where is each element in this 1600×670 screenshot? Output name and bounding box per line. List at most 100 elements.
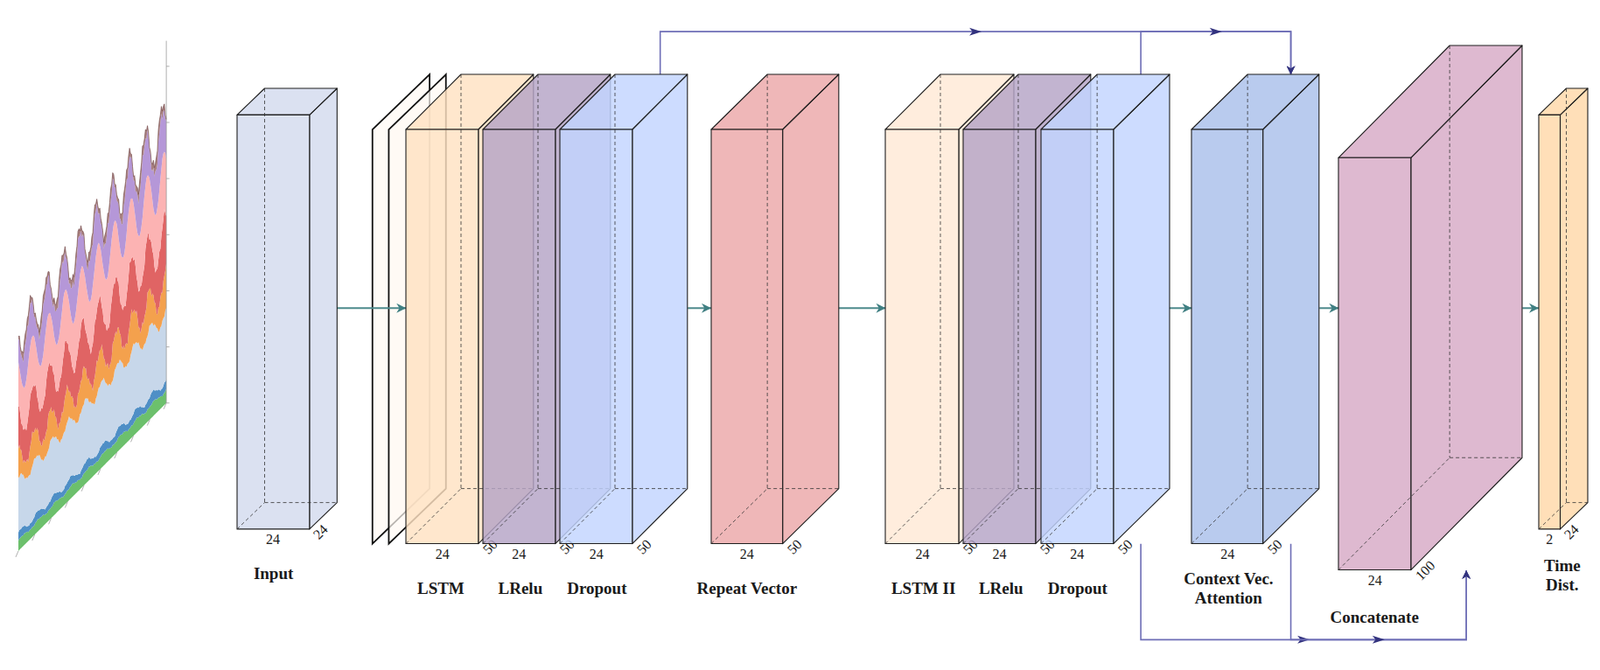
- hidden-edge: [1248, 488, 1321, 490]
- connector-line: [1169, 307, 1193, 309]
- axis-tick: [146, 419, 150, 427]
- hidden-edge: [264, 88, 266, 504]
- layer-block: 224Time Dist.: [1538, 88, 1588, 530]
- hidden-edge: [405, 489, 462, 545]
- layer-cuboid: [1191, 74, 1320, 545]
- layer-cuboid: [1041, 74, 1170, 545]
- connector: [838, 307, 887, 309]
- axis-tick: [32, 534, 35, 541]
- hidden-edge: [1191, 489, 1248, 545]
- cuboid-face: [1041, 129, 1114, 545]
- hidden-edge: [1096, 74, 1097, 490]
- connector: [1522, 307, 1539, 309]
- hidden-edge: [614, 488, 688, 490]
- area-layer: [18, 104, 167, 363]
- axis-tick: [131, 435, 134, 442]
- dimension-label: 2: [1545, 531, 1553, 548]
- cuboid-face: [237, 88, 337, 115]
- hidden-edge: [1041, 489, 1097, 545]
- axis-tick: [166, 178, 169, 180]
- layer-label: Repeat Vector: [697, 579, 798, 599]
- axis-tick: [166, 402, 169, 404]
- layer-block: 2424Input: [237, 88, 337, 530]
- layer-block: 24100Concatenate: [1338, 45, 1523, 571]
- layer-label: Dropout: [566, 579, 627, 599]
- axis-tick: [166, 346, 169, 348]
- area-top-line: [18, 104, 167, 354]
- axis-tick: [166, 65, 169, 67]
- cuboid-face: [482, 129, 556, 545]
- connector-line: [838, 307, 887, 309]
- connector: [660, 27, 1292, 75]
- axis-tick: [64, 502, 68, 509]
- hidden-edge: [885, 489, 941, 545]
- hidden-edge: [963, 489, 1019, 545]
- hidden-edge: [1449, 45, 1451, 458]
- hidden-edge: [559, 489, 615, 545]
- connector-line: [1522, 307, 1539, 309]
- axis-tick: [163, 403, 167, 410]
- cuboid-face: [559, 74, 688, 130]
- cuboid-face: [1041, 74, 1170, 130]
- dimension-label: 24: [1069, 546, 1084, 563]
- chart-axis: [166, 41, 168, 404]
- hidden-edge: [1450, 457, 1524, 459]
- hidden-edge: [614, 74, 616, 490]
- cuboid-face: [1538, 115, 1560, 531]
- cuboid-face: [405, 129, 479, 545]
- axis-tick: [48, 517, 52, 525]
- layer-label: Input: [253, 564, 294, 584]
- layer-label: Concatenate: [1330, 607, 1419, 628]
- connector: [336, 307, 406, 309]
- dimension-label: 24: [589, 546, 604, 563]
- hidden-edge: [537, 74, 538, 490]
- connector-line: [1140, 31, 1291, 75]
- dimension-label: 24: [915, 546, 930, 563]
- dimension-label: 24: [992, 546, 1007, 563]
- layer-block: 2450Context Vec. Attention: [1191, 74, 1320, 545]
- axis-tick: [166, 234, 169, 236]
- connector-line: [687, 307, 712, 309]
- layer-label: LRelu: [978, 579, 1024, 599]
- cuboid-face: [1263, 74, 1320, 545]
- layer-label: LSTM: [417, 579, 465, 599]
- layer-cuboid: [237, 88, 337, 530]
- axis-tick: [166, 290, 169, 292]
- cuboid-face: [308, 88, 336, 530]
- axis-tick: [97, 468, 101, 476]
- layer-block: 2450Repeat Vector: [711, 74, 839, 545]
- area-layer: [18, 110, 167, 388]
- cuboid-face: [711, 74, 839, 130]
- dimension-label: 24: [435, 546, 450, 563]
- layer-block: 2450Dropout: [1041, 74, 1170, 545]
- axis-tick: [114, 452, 118, 459]
- dimension-label: 24: [1368, 572, 1383, 589]
- hidden-edge: [1565, 88, 1567, 504]
- layer-label: LRelu: [498, 579, 544, 599]
- hidden-edge: [1096, 488, 1170, 490]
- dimension-label: 24: [265, 531, 280, 548]
- cuboid-face: [632, 74, 688, 545]
- hidden-edge: [767, 74, 769, 490]
- dimension-label: 24: [511, 546, 526, 563]
- axis-tick: [15, 551, 19, 558]
- cuboid-face: [1191, 129, 1264, 545]
- layer-cuboid: [711, 74, 839, 545]
- cuboid-face: [1338, 45, 1523, 158]
- hidden-edge: [940, 74, 942, 490]
- connector: [1140, 27, 1291, 75]
- layer-cuboid: [559, 74, 688, 545]
- hidden-edge: [482, 489, 538, 545]
- hidden-edge: [1247, 74, 1249, 490]
- layer-block: 2450Dropout: [559, 74, 688, 545]
- cuboid-face: [559, 129, 633, 545]
- connector-line: [1319, 307, 1339, 309]
- cuboid-face: [885, 129, 959, 545]
- hidden-edge: [711, 489, 768, 545]
- hidden-edge: [767, 488, 839, 490]
- layer-label: LSTM II: [891, 579, 956, 599]
- axis-tick: [81, 485, 84, 492]
- connector-line: [660, 31, 1292, 75]
- hidden-edge: [237, 503, 265, 530]
- layer-label: Time Dist.: [1536, 556, 1589, 595]
